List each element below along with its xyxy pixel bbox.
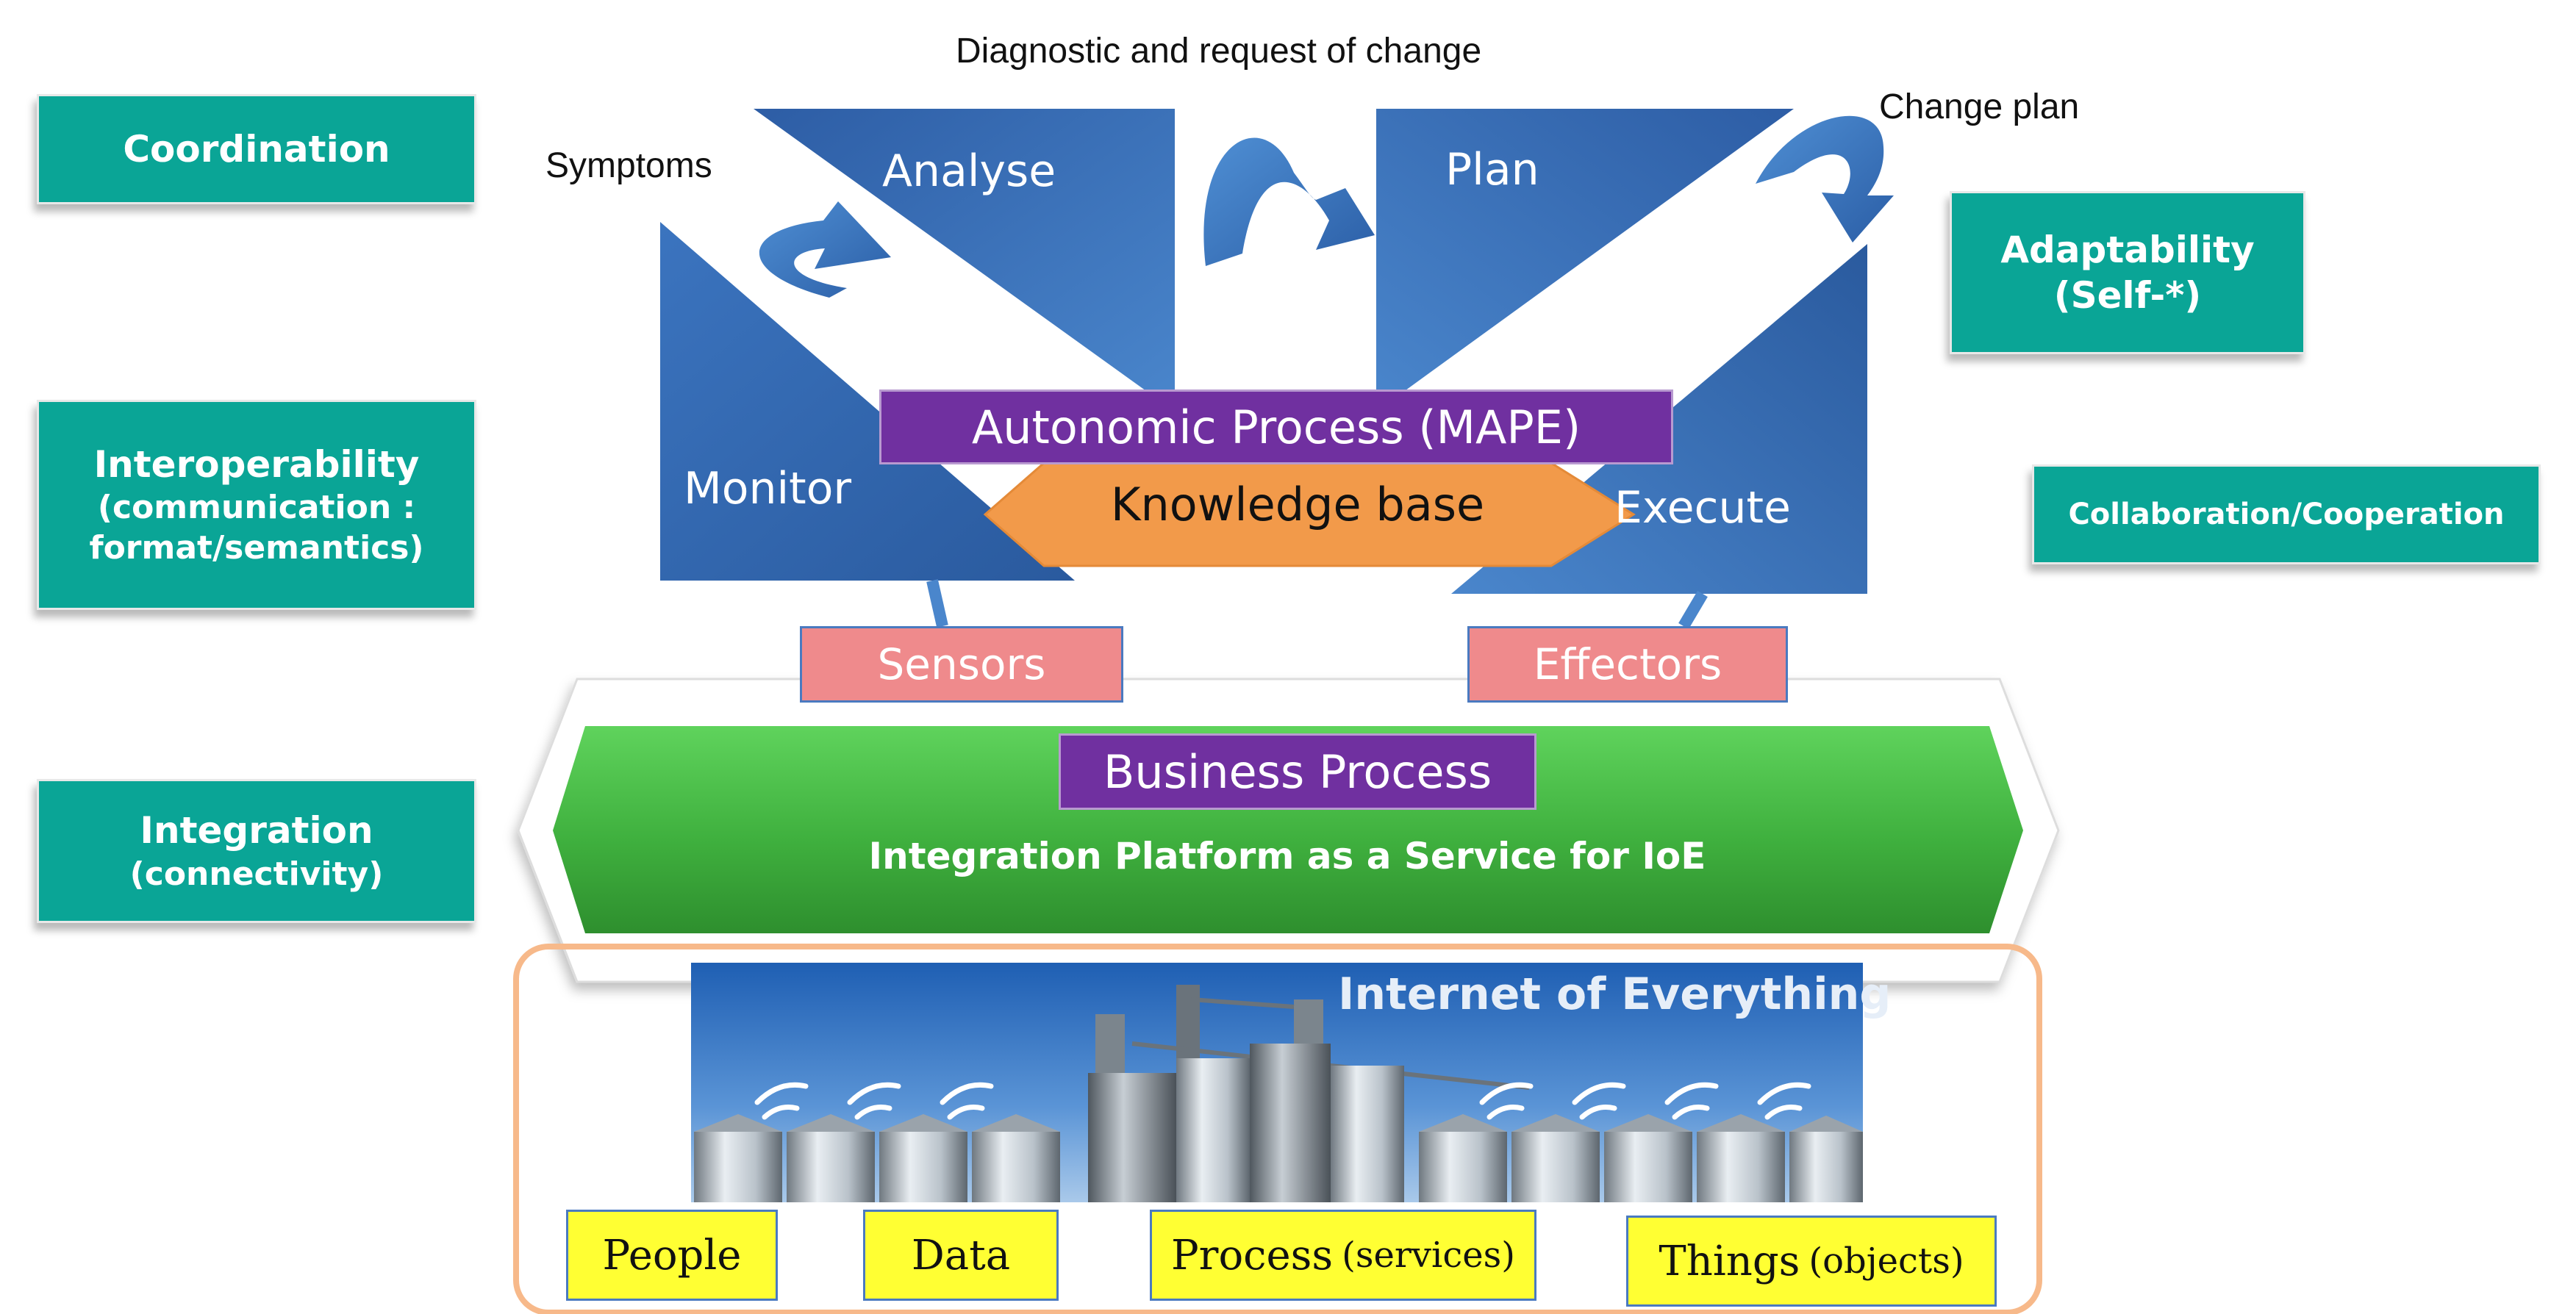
people-box: People: [566, 1210, 778, 1301]
interoperability-sub2: format/semantics): [89, 529, 424, 567]
collaboration-box: Collaboration/Cooperation: [2032, 464, 2541, 564]
collaboration-label: Collaboration/Cooperation: [2068, 498, 2505, 531]
adaptability-sub: (Self-*): [2053, 274, 2202, 317]
analyse-triangle: [754, 109, 1175, 412]
adaptability-label: Adaptability: [2000, 228, 2255, 271]
plan-label: Plan: [1445, 144, 1539, 195]
interoperability-sub1: (communication :: [97, 489, 416, 527]
change-plan-arrow: [1756, 115, 1894, 243]
process-sub-label: (services): [1342, 1235, 1515, 1276]
integration-sub: (connectivity): [129, 855, 384, 893]
business-process-label: Business Process: [1103, 744, 1492, 799]
ioe-silo-image: [691, 963, 1863, 1202]
coordination-label: Coordination: [123, 127, 390, 170]
process-label: Process: [1171, 1231, 1334, 1279]
people-label: People: [602, 1231, 742, 1279]
integration-label: Integration: [140, 809, 373, 852]
symptoms-label: Symptoms: [545, 146, 712, 185]
monitor-triangle: [660, 222, 1075, 581]
interoperability-label: Interoperability: [93, 442, 420, 486]
integration-box: Integration (connectivity): [37, 779, 476, 923]
sensors-connector: [926, 579, 948, 628]
platform-title: Integration Platform as a Service for Io…: [868, 835, 1706, 877]
monitor-label: Monitor: [684, 463, 852, 514]
effectors-box: Effectors: [1467, 626, 1788, 703]
data-box: Data: [863, 1210, 1059, 1301]
coordination-box: Coordination: [37, 94, 476, 204]
plan-triangle: [1376, 109, 1794, 412]
ioe-title: Internet of Everything: [1338, 969, 1892, 1020]
analyse-label: Analyse: [882, 146, 1056, 197]
adaptability-box: Adaptability (Self-*): [1950, 191, 2305, 354]
diagnostic-label: Diagnostic and request of change: [956, 32, 1482, 71]
business-process-box: Business Process: [1059, 733, 1536, 810]
things-label: Things: [1659, 1237, 1800, 1285]
data-label: Data: [911, 1231, 1011, 1279]
effectors-label: Effectors: [1533, 639, 1722, 689]
platform-green-band: [553, 726, 2023, 933]
effectors-connector: [1678, 590, 1708, 630]
symptoms-arrow: [759, 201, 891, 298]
change-plan-label: Change plan: [1879, 87, 2080, 126]
diagnostic-arrow: [1203, 137, 1375, 266]
autonomic-process-box: Autonomic Process (MAPE): [879, 389, 1673, 464]
execute-label: Execute: [1614, 482, 1791, 534]
things-sub-label: (objects): [1808, 1241, 1964, 1282]
autonomic-process-label: Autonomic Process (MAPE): [971, 400, 1581, 454]
ioe-container: [513, 944, 2042, 1314]
sensors-box: Sensors: [800, 626, 1123, 703]
interoperability-box: Interoperability (communication : format…: [37, 400, 476, 610]
process-box: Process (services): [1150, 1210, 1536, 1301]
things-box: Things (objects): [1626, 1216, 1997, 1307]
sensors-label: Sensors: [877, 639, 1046, 689]
knowledge-base-label: Knowledge base: [1110, 478, 1485, 531]
